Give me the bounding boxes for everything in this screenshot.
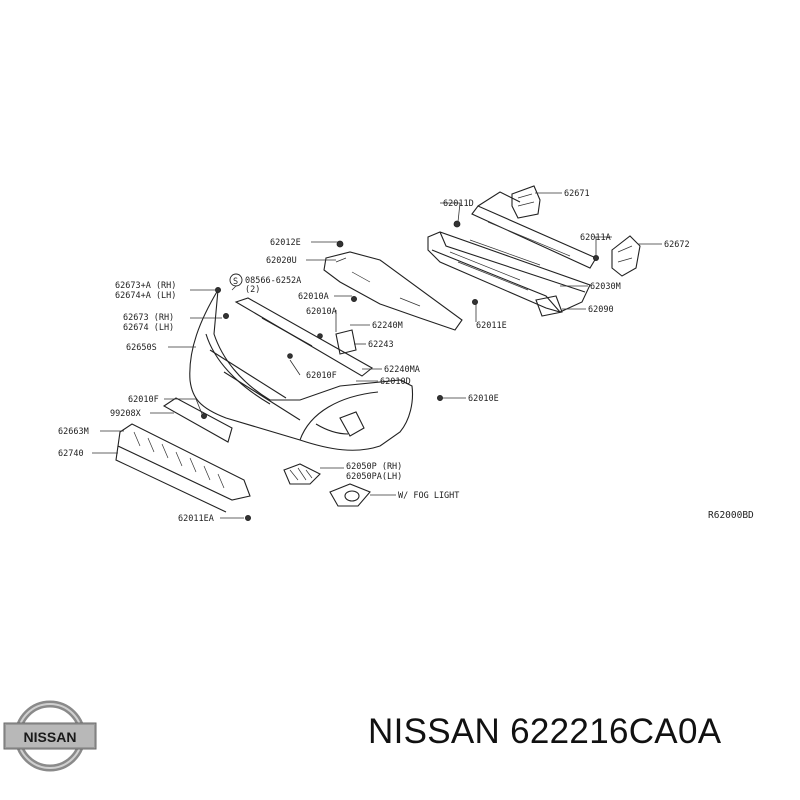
label-62020u: 62020U	[266, 256, 297, 266]
label-62011d: 62011D	[443, 199, 474, 209]
label-62673: 62673 (RH)	[123, 313, 174, 323]
label-62740: 62740	[58, 449, 84, 459]
bumper-fascia	[189, 289, 414, 451]
label-62650s: 62650S	[126, 343, 157, 353]
bracket-62243	[335, 329, 357, 355]
label-fog-light: W/ FOG LIGHT	[398, 491, 459, 501]
bumper-reinforcement	[427, 191, 597, 313]
logo-text: NISSAN	[24, 729, 77, 745]
label-62011a: 62011A	[580, 233, 611, 243]
label-62030m: 62030M	[590, 282, 621, 292]
grille-62650s	[234, 297, 373, 377]
label-62090: 62090	[588, 305, 614, 315]
label-62243: 62243	[368, 340, 394, 350]
label-62674: 62674 (LH)	[123, 323, 174, 333]
label-62671: 62671	[564, 189, 590, 199]
label-99208x: 99208X	[110, 409, 142, 419]
label-62674a: 62674+A (LH)	[115, 291, 176, 301]
label-62240m: 62240M	[372, 321, 403, 331]
label-62010f-mid: 62010F	[306, 371, 337, 381]
label-62663m: 62663M	[58, 427, 89, 437]
label-62672: 62672	[664, 240, 690, 250]
fasteners	[200, 220, 600, 522]
part-labels: 62671 62011D 62012E 62011A 62672 62020U …	[58, 189, 754, 524]
circled-s-icon: S	[229, 273, 243, 287]
label-62010a: 62010A	[306, 307, 337, 317]
label-08566-qty: (2)	[245, 285, 260, 295]
part-number-caption: NISSAN 622216CA0A	[368, 712, 722, 751]
label-62050pa: 62050PA(LH)	[346, 472, 402, 482]
label-62010e: 62010E	[468, 394, 499, 404]
clip-62090	[535, 295, 563, 317]
label-62050p: 62050P (RH)	[346, 462, 402, 472]
label-62011ea: 62011EA	[178, 514, 214, 524]
bracket-62672	[611, 235, 641, 277]
diagram-reference-code: R62000BD	[708, 510, 754, 521]
fog-grille-62050p	[283, 463, 321, 485]
label-08566: 08566-6252A	[245, 276, 301, 286]
label-62011e: 62011E	[476, 321, 507, 331]
leader-lines	[92, 192, 662, 519]
label-62012e: 62012E	[270, 238, 301, 248]
label-62010a-top: 62010A	[298, 292, 329, 302]
label-62010f: 62010F	[128, 395, 159, 405]
label-62673a: 62673+A (RH)	[115, 281, 176, 291]
fog-grille-with-light	[329, 483, 371, 507]
upper-cover-62020u	[323, 251, 463, 331]
label-62240ma: 62240MA	[384, 365, 420, 375]
undercover-62740	[115, 423, 251, 513]
nissan-logo: NISSAN	[3, 700, 97, 772]
svg-text:S: S	[233, 277, 238, 287]
bracket-62671	[511, 185, 541, 219]
label-62010d: 62010D	[380, 377, 411, 387]
lower-grille-62663m	[162, 397, 233, 443]
